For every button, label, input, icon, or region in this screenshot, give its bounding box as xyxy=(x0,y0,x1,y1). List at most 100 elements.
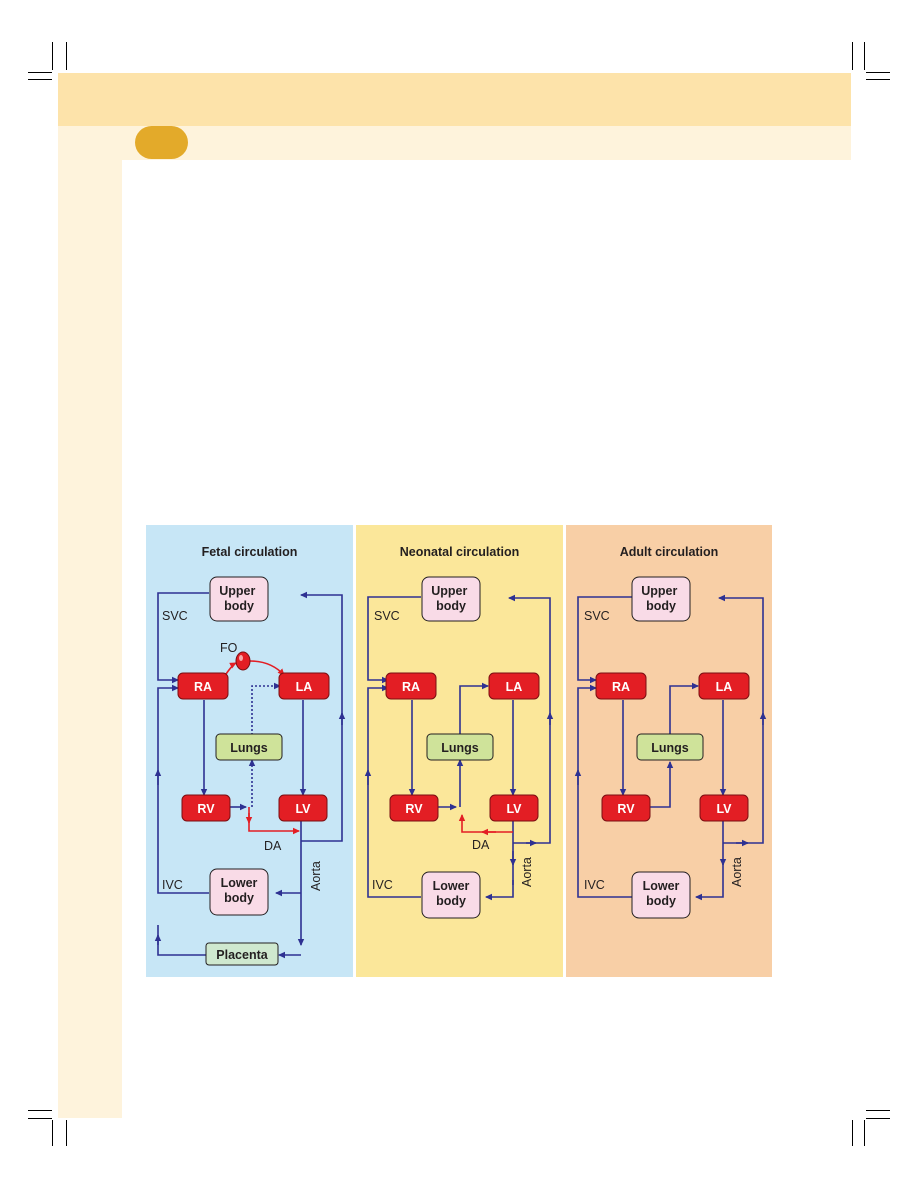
ivc-vessel xyxy=(367,684,421,898)
crop-mark xyxy=(28,1118,52,1119)
crop-mark xyxy=(52,42,53,70)
la-chamber xyxy=(278,672,330,700)
upper-body-box xyxy=(421,576,481,622)
crop-mark xyxy=(866,1110,890,1111)
crop-mark xyxy=(28,79,52,80)
header-subband xyxy=(122,126,851,160)
lv-label: LV xyxy=(506,802,522,816)
crop-mark xyxy=(28,1110,52,1111)
la-chamber xyxy=(698,672,750,700)
svc-label: SVC xyxy=(162,609,188,623)
crop-mark xyxy=(852,1120,853,1146)
pulmonary-return-dotted xyxy=(251,682,281,735)
lungs-box xyxy=(215,733,283,761)
upper-body-label: Upper body xyxy=(431,584,471,613)
fo-shunt-out xyxy=(249,660,285,676)
lower-body-box xyxy=(421,871,481,919)
umbilical-vein xyxy=(157,925,206,956)
adult-flow-diagram: Upper body RA LA Lungs RV LV SVC IVC Aor… xyxy=(574,576,767,919)
upper-body-label: Upper body xyxy=(641,584,681,613)
crop-mark xyxy=(52,1120,53,1146)
ra-label: RA xyxy=(402,680,420,694)
ra-label: RA xyxy=(612,680,630,694)
rv-chamber xyxy=(389,794,439,822)
neonatal-circulation-panel: Neonatal circulation Upper body RA xyxy=(356,525,563,977)
crop-mark xyxy=(866,1118,890,1119)
lv-chamber xyxy=(489,794,539,822)
aorta-label: Aorta xyxy=(309,861,323,891)
svc-vessel xyxy=(367,596,421,684)
pulmonary-vein xyxy=(669,682,699,734)
upper-body-box xyxy=(209,576,269,622)
header-band xyxy=(58,73,851,126)
lower-body-box xyxy=(631,871,691,919)
rv-outflow xyxy=(650,761,674,808)
fetal-flow-diagram: Upper body RA LA Lungs RV LV Placenta SV… xyxy=(154,576,346,966)
upper-body-box xyxy=(631,576,691,622)
rv-label: RV xyxy=(405,802,423,816)
crop-mark xyxy=(28,72,52,73)
lungs-label: Lungs xyxy=(230,741,268,755)
rv-chamber xyxy=(181,794,231,822)
la-label: LA xyxy=(506,680,523,694)
ra-label: RA xyxy=(194,680,212,694)
ra-chamber xyxy=(177,672,229,700)
lv-label: LV xyxy=(716,802,732,816)
pulmonary-vein xyxy=(459,682,489,734)
placenta-label: Placenta xyxy=(216,948,268,962)
rv-label: RV xyxy=(197,802,215,816)
svc-label: SVC xyxy=(374,609,400,623)
rv-chamber xyxy=(601,794,651,822)
crop-mark xyxy=(852,42,853,70)
crop-mark xyxy=(864,42,865,70)
lower-body-box xyxy=(209,868,269,916)
upper-body-label: Upper body xyxy=(219,584,259,613)
lungs-label: Lungs xyxy=(441,741,479,755)
crop-mark xyxy=(66,42,67,70)
ivc-label: IVC xyxy=(372,878,393,892)
crop-mark xyxy=(66,1120,67,1146)
svc-vessel xyxy=(157,592,209,684)
panel-title: Fetal circulation xyxy=(201,545,298,559)
la-label: LA xyxy=(716,680,733,694)
chapter-badge xyxy=(135,126,188,159)
crop-mark xyxy=(864,1120,865,1146)
crop-mark xyxy=(866,79,890,80)
lv-label: LV xyxy=(295,802,311,816)
placenta-box xyxy=(205,942,279,966)
aorta-label: Aorta xyxy=(520,857,534,887)
lungs-box xyxy=(636,733,704,761)
da-label: DA xyxy=(264,839,282,853)
ivc-vessel xyxy=(577,684,632,898)
ra-chamber xyxy=(595,672,647,700)
lungs-box xyxy=(426,733,494,761)
aorta-to-lower-body xyxy=(695,863,724,901)
aorta-to-lower-body xyxy=(485,880,514,901)
lungs-label: Lungs xyxy=(651,741,689,755)
ivc-vessel xyxy=(157,684,209,894)
ivc-label: IVC xyxy=(162,878,183,892)
panel-title: Neonatal circulation xyxy=(399,545,520,559)
la-chamber xyxy=(488,672,540,700)
rv-label: RV xyxy=(617,802,635,816)
fetal-circulation-panel: Fetal circulation xyxy=(146,525,353,977)
fo-highlight xyxy=(239,655,243,661)
crop-mark xyxy=(866,72,890,73)
adult-circulation-panel: Adult circulation Upper body RA LA Lungs… xyxy=(566,525,772,977)
panel-title: Adult circulation xyxy=(619,545,719,559)
ra-chamber xyxy=(385,672,437,700)
aorta-label: Aorta xyxy=(730,857,744,887)
ivc-label: IVC xyxy=(584,878,605,892)
side-margin-band xyxy=(58,126,122,1118)
svc-label: SVC xyxy=(584,609,610,623)
lv-chamber xyxy=(699,794,749,822)
da-label: DA xyxy=(472,838,490,852)
la-label: LA xyxy=(296,680,313,694)
lv-chamber xyxy=(278,794,328,822)
neonatal-flow-diagram: Upper body RA LA Lungs RV LV SVC DA IVC … xyxy=(364,576,554,919)
foramen-ovale-icon xyxy=(235,651,251,671)
fo-label: FO xyxy=(220,641,238,655)
